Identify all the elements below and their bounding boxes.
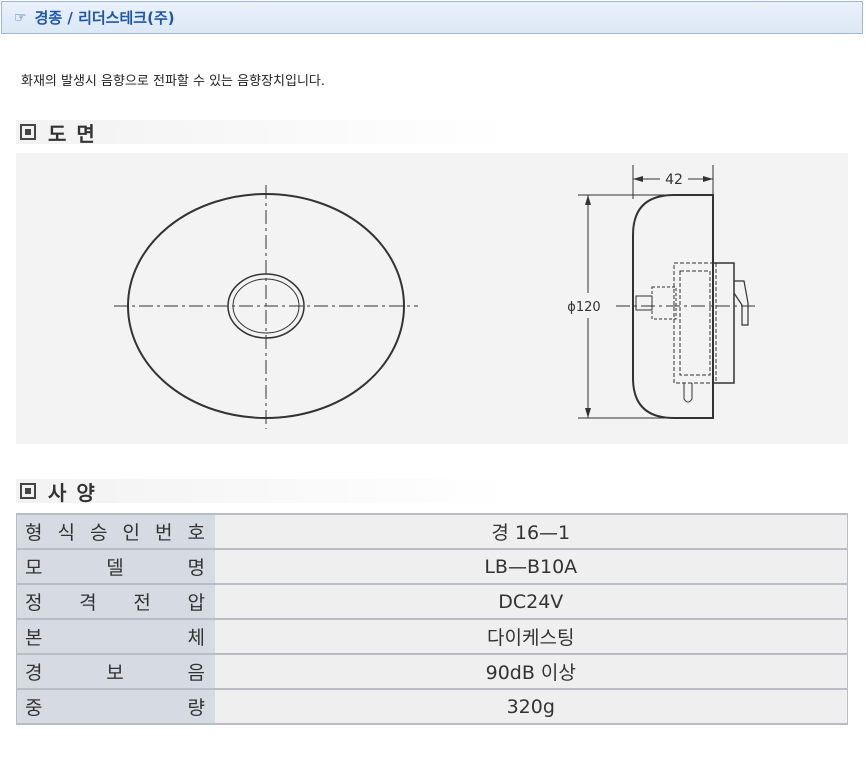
side-inner-housing — [673, 262, 717, 384]
spec-value-alarm-sound: 90dB 이상 — [214, 654, 848, 690]
page-title: 경종 / 리더스테크(주) — [34, 9, 175, 27]
dim-120-label: ϕ120 — [567, 300, 600, 315]
section-spec-header: 사양 — [16, 479, 848, 505]
square-bullet-icon — [20, 483, 36, 499]
page-title-bar: ☞ 경종 / 리더스테크(주) — [1, 1, 863, 34]
spec-value-approval-number: 경 16—1 — [214, 513, 848, 550]
product-description: 화재의 발생시 음향으로 전파할 수 있는 음향장치입니다. — [21, 74, 326, 89]
drawing-svg: 42 ϕ120 — [114, 165, 758, 429]
front-view — [114, 185, 418, 429]
section-drawing-header: 도면 — [16, 120, 848, 146]
spec-value-body: 다이케스팅 — [214, 619, 848, 655]
pointing-hand-icon: ☞ — [14, 9, 27, 26]
side-hook — [733, 280, 749, 326]
section-spec-title: 사양 — [48, 480, 105, 505]
side-view — [578, 165, 758, 419]
dim-42-arrow-left — [633, 176, 643, 182]
side-striker — [651, 286, 677, 320]
spec-value-model-name: LB—B10A — [214, 549, 848, 585]
technical-drawing: 42 ϕ120 — [16, 153, 848, 444]
side-inner-coil — [679, 270, 711, 376]
dim-42-arrow-right — [703, 176, 713, 182]
side-bracket — [713, 262, 735, 384]
dim-120-arrow-bottom — [585, 408, 591, 418]
dim-42-label: 42 — [665, 172, 683, 188]
spec-value-rated-voltage: DC24V — [214, 584, 848, 620]
side-terminal — [683, 383, 693, 403]
section-drawing-title: 도면 — [48, 121, 105, 146]
dim-120-arrow-top — [585, 195, 591, 205]
side-body — [632, 194, 714, 419]
side-striker-head — [635, 295, 653, 311]
square-bullet-icon — [20, 124, 36, 140]
spec-value-weight: 320g — [214, 689, 848, 725]
